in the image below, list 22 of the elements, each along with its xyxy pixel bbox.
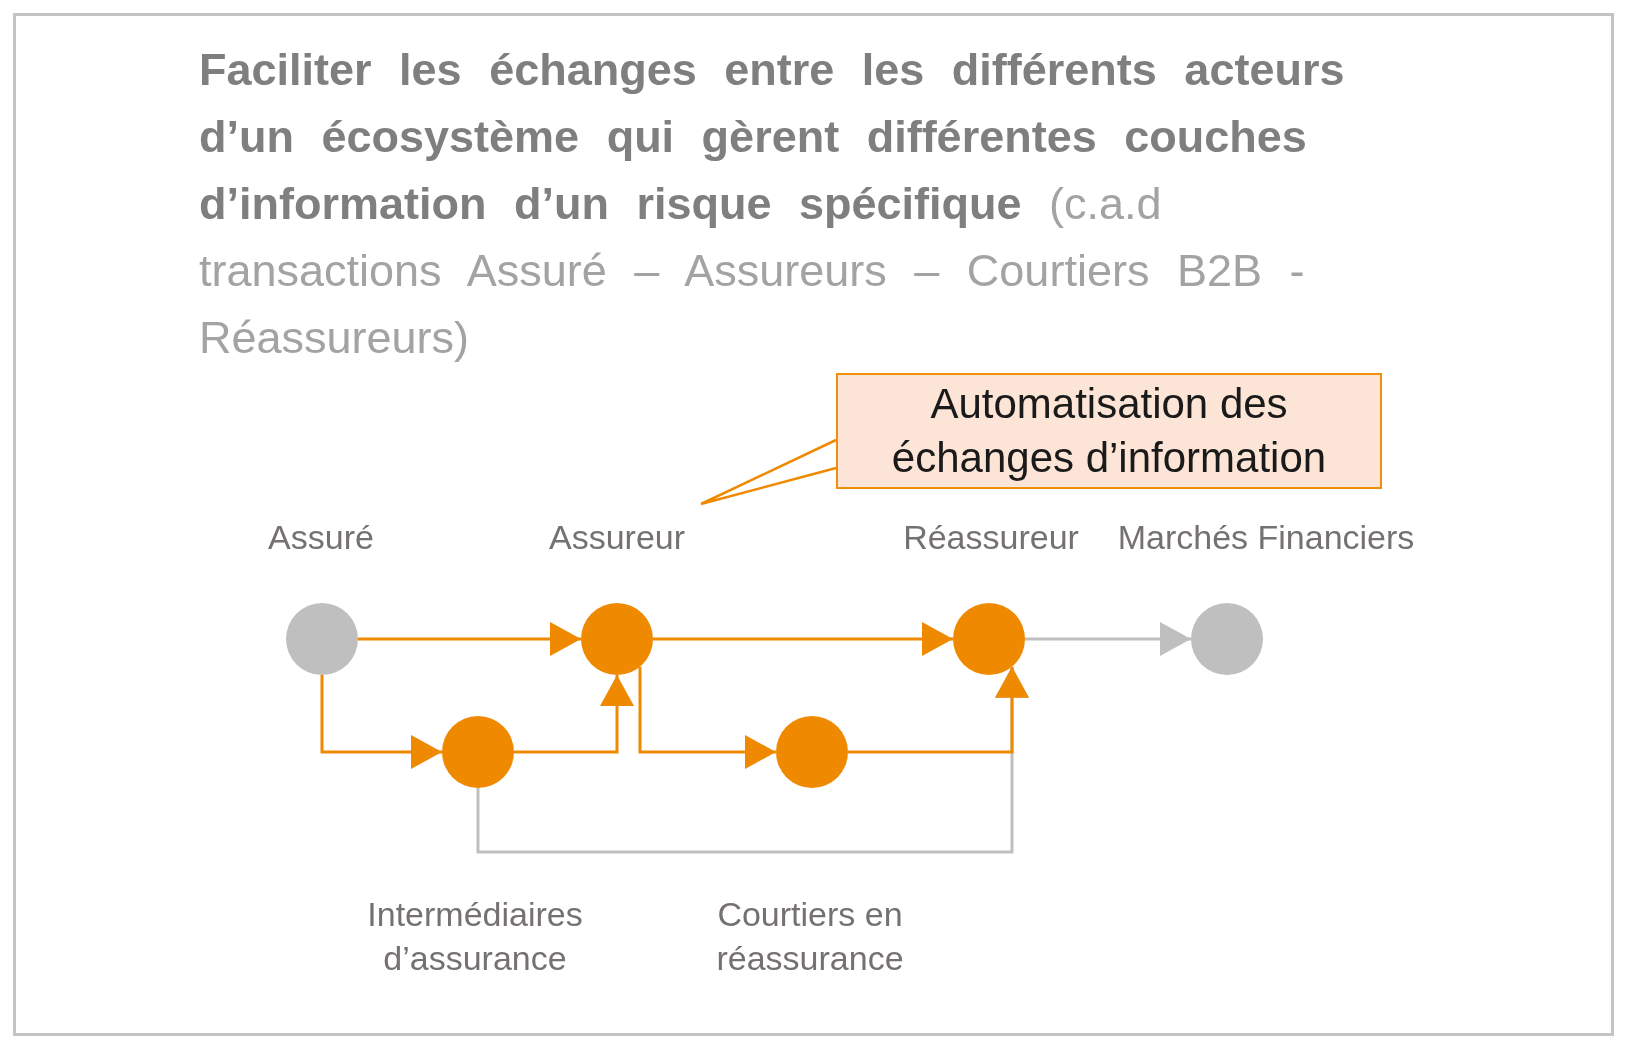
circle-node	[776, 716, 848, 788]
node-label: Intermédiaires d’assurance	[366, 894, 584, 979]
circle-node	[286, 603, 358, 675]
circle-node	[1191, 603, 1263, 675]
circle-node	[442, 716, 514, 788]
title-text: Faciliter les échanges entre les différents acteurs d’un écosystème qui gèrent différentes couches d’information d’un risque spécifique (c.a.d transactions Assuré – Assureurs – Courtiers B2B - Réassureurs)	[199, 43, 1346, 365]
circle-node	[581, 603, 653, 675]
node-label: Assuré	[268, 517, 374, 558]
node-label: Marchés Financiers	[1117, 517, 1415, 558]
arrow	[653, 622, 953, 656]
arrow	[358, 622, 581, 656]
circle-node	[953, 603, 1025, 675]
node-label: Assureur	[548, 517, 686, 558]
node-label: Réassureur	[903, 517, 1079, 558]
node-label: Courtiers en réassurance	[715, 894, 905, 979]
arrow	[514, 675, 634, 754]
arrow	[1025, 622, 1191, 656]
callout-text: Automatisation des échanges d’information	[890, 379, 1328, 483]
callout-box	[836, 373, 1382, 489]
arrow	[320, 675, 442, 769]
arrow	[848, 666, 1029, 754]
arrow	[638, 666, 776, 769]
